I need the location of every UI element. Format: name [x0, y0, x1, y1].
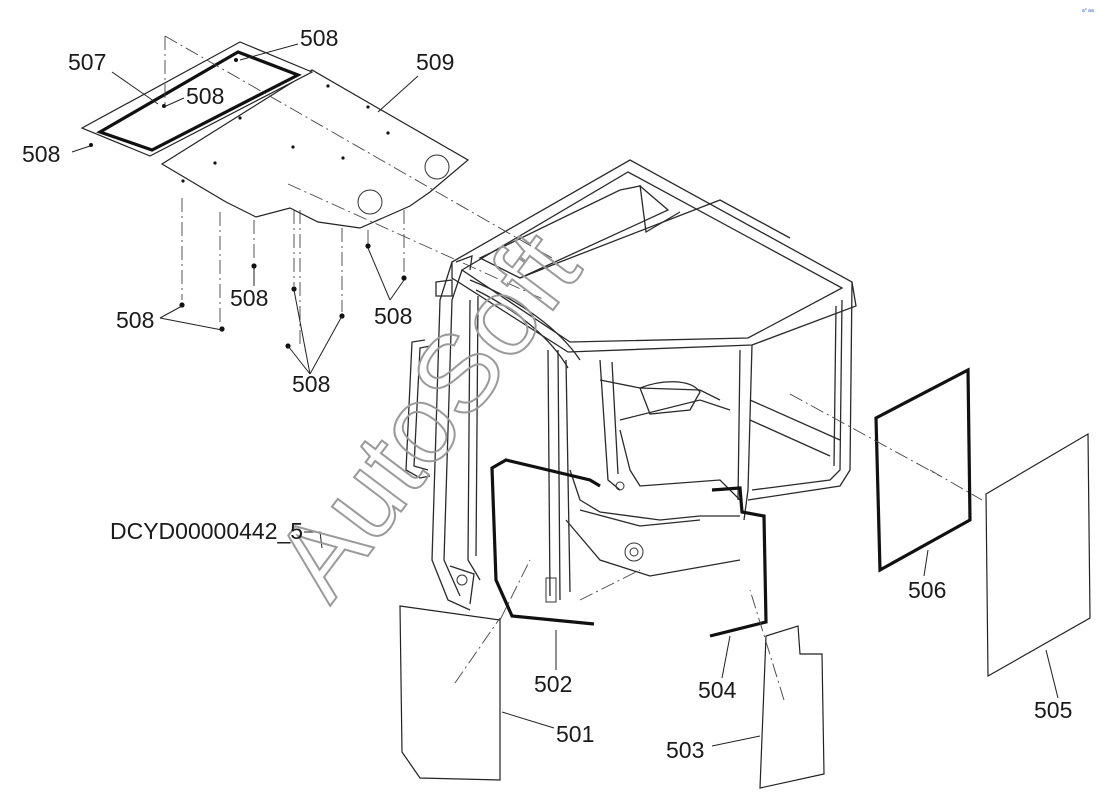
roof-glass-507 — [80, 41, 314, 157]
callout-508: 508 — [300, 25, 338, 51]
callout-labels: 507 508 508 508 509 508 508 508 508 506 … — [22, 25, 1072, 763]
callout-508: 508 — [116, 307, 154, 333]
callout-508: 508 — [22, 141, 60, 167]
leader-lines — [71, 43, 1059, 747]
callout-502: 502 — [534, 671, 572, 697]
corner-mark: a° aa — [1082, 8, 1094, 14]
drawing-code: DCYD00000442_5 — [110, 518, 303, 544]
alignment-lines — [164, 35, 983, 701]
callout-505: 505 — [1034, 697, 1072, 723]
callout-508: 508 — [230, 285, 268, 311]
door-seal-502 — [490, 458, 601, 626]
roof-panel-509 — [160, 69, 470, 229]
door-glass-501 — [399, 605, 501, 781]
callout-508: 508 — [186, 83, 224, 109]
callout-506: 506 — [908, 577, 946, 603]
callout-508: 508 — [374, 303, 412, 329]
callout-503: 503 — [666, 737, 704, 763]
rear-window-glass-505 — [985, 432, 1091, 678]
callout-507: 507 — [68, 49, 106, 75]
cab-frame — [405, 159, 857, 611]
rear-glass-503 — [759, 625, 825, 789]
callout-509: 509 — [416, 49, 454, 75]
rear-seal-504 — [709, 486, 768, 638]
callout-501: 501 — [556, 721, 594, 747]
rear-window-seal-506 — [874, 367, 972, 573]
callout-508: 508 — [292, 371, 330, 397]
callout-504: 504 — [698, 677, 737, 703]
